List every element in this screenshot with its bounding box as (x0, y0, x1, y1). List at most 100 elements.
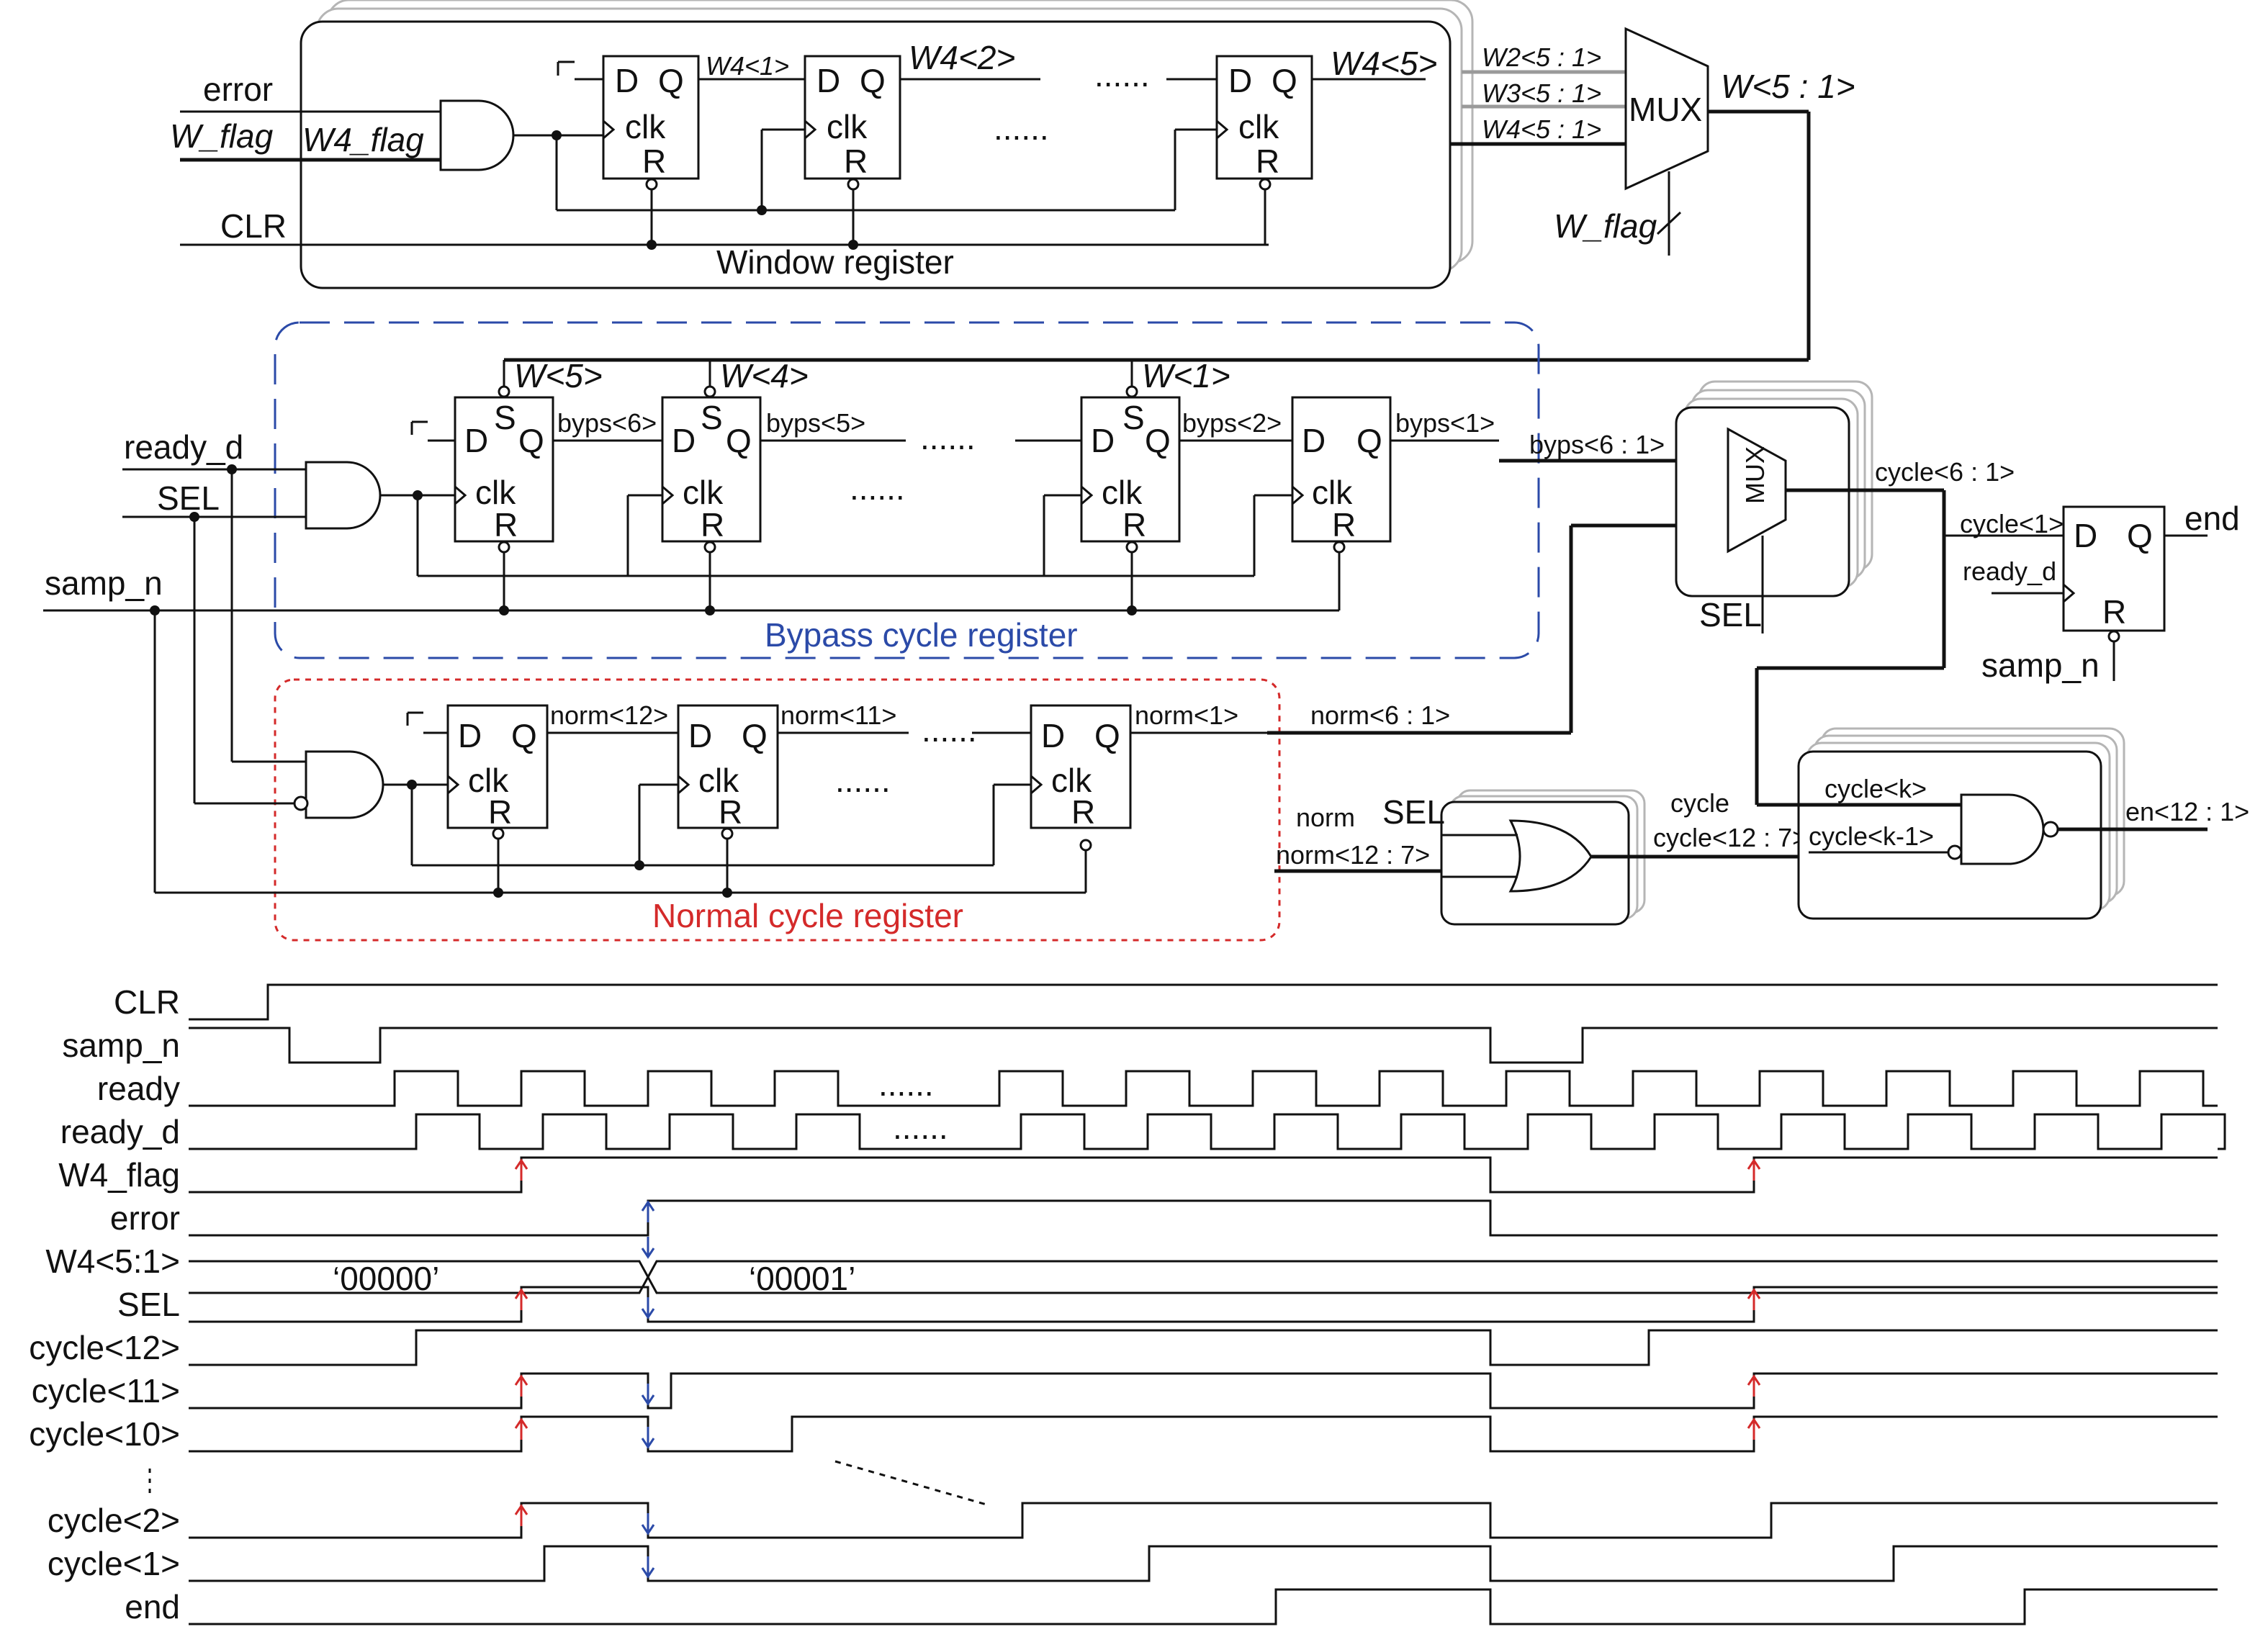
norm-12-label: norm<12> (550, 700, 668, 730)
byps-6-label: byps<6> (557, 408, 657, 438)
w4-value-00001: ‘00001’ (749, 1260, 855, 1297)
end-ff-clk-label: ready_d (1963, 556, 2056, 586)
svg-text:R: R (642, 143, 666, 180)
svg-text:R: R (1122, 506, 1146, 544)
set-w1-label: W<1> (1142, 357, 1230, 394)
nand-in-b-label: cycle<k-1> (1809, 821, 1934, 851)
norm-11-label: norm<11> (780, 700, 896, 730)
svg-text:clk: clk (1051, 762, 1092, 799)
waveform-cycle-10- (189, 1415, 2218, 1453)
clock-ellipsis: ...... (893, 1109, 948, 1146)
normal-ff-3: D Q clk R (1030, 704, 1132, 893)
waveform-cycle-12- (189, 1329, 2218, 1366)
nand-block: cycle<k> cycle<k-1> en<12 : 1> (1757, 727, 2249, 920)
svg-text:R: R (719, 793, 742, 831)
normal-register-box (274, 678, 1281, 942)
normal-ff-1: D Q clk R (406, 704, 549, 893)
svg-text:Q: Q (742, 717, 768, 754)
svg-text:D: D (688, 717, 712, 754)
norm-12-7-bus-label: norm<12 : 7> (1276, 840, 1430, 870)
timing-label: cycle<1> (48, 1545, 180, 1582)
w4-bus-waveform-bottom (189, 1260, 2218, 1294)
timing-diagram: CLRsamp_nreadyready_dW4_flagerrorW4<5:1>… (29, 983, 2226, 1625)
byps-1-label: byps<1> (1395, 408, 1495, 438)
svg-text:D: D (1091, 422, 1115, 459)
set-w4-label: W<4> (720, 357, 809, 394)
w4-5-label: W4<5> (1331, 45, 1437, 82)
bypass-ff-2: D S Q clk R (661, 385, 762, 610)
samp-n-input-label: samp_n (45, 564, 163, 602)
svg-text:D: D (615, 62, 639, 99)
normal-cycle-register: Normal cycle register D Q clk R (153, 469, 1281, 942)
w-bus-label: W<5 : 1> (1721, 68, 1855, 105)
or-block: SEL cycle cycle<12 : 7> (1382, 788, 1807, 926)
w4-flag-and-gate (439, 99, 515, 171)
end-ff-d-label: cycle<1> (1960, 509, 2064, 538)
w2-bus-label: W2<5 : 1> (1482, 42, 1601, 72)
w4-value-00000: ‘00000’ (333, 1260, 439, 1297)
timing-label: error (110, 1199, 180, 1237)
waveform-error (189, 1199, 2218, 1237)
clr-input-label: CLR (220, 207, 287, 245)
timing-label: cycle<11> (32, 1372, 180, 1410)
timing-label: ready_d (60, 1113, 180, 1150)
svg-text:Q: Q (726, 422, 752, 459)
timing-label: W4_flag (58, 1156, 180, 1194)
waveform-ready (189, 1070, 2218, 1107)
timing-label: W4<5:1> (45, 1243, 180, 1280)
cycle-mux-block: MUX SEL cycle<6 : 1> (1675, 380, 2064, 805)
bypass-register-title: Bypass cycle register (765, 616, 1078, 654)
waveform-clr (189, 983, 2218, 1021)
waveform-cycle-1- (189, 1545, 2218, 1582)
byps-2-label: byps<2> (1182, 408, 1282, 438)
bypass-ff-1: D S Q clk R (410, 385, 554, 610)
svg-text:R: R (2102, 593, 2126, 631)
clock-ellipsis: ...... (878, 1065, 934, 1103)
svg-text:R: R (1332, 506, 1356, 544)
svg-text:clk: clk (625, 108, 666, 145)
svg-text:D: D (1302, 422, 1326, 459)
svg-text:Q: Q (658, 62, 684, 99)
svg-text:Q: Q (1356, 422, 1382, 459)
w4-2-label: W4<2> (909, 39, 1015, 76)
window-ff-3: D Q clk R (1215, 55, 1313, 245)
norm-6-1-bus-label: norm<6 : 1> (1310, 700, 1450, 730)
waveform-w4-flag (189, 1156, 2218, 1194)
svg-text:clk: clk (468, 762, 509, 799)
ready-d-input-label: ready_d (124, 428, 243, 466)
svg-text:clk: clk (827, 108, 868, 145)
svg-text:Q: Q (518, 422, 544, 459)
svg-text:Q: Q (1094, 717, 1120, 754)
timing-label: end (125, 1588, 180, 1625)
waveform-cycle-11- (189, 1372, 2218, 1410)
svg-text:D: D (1041, 717, 1065, 754)
bypass-ff-4: D Q clk R (1291, 396, 1392, 610)
w-flag-input-label: W_flag (170, 117, 274, 155)
set-w5-label: W<5> (514, 357, 603, 394)
normal-ff-2: D Q clk R (677, 704, 779, 893)
timing-label: cycle<2> (48, 1502, 180, 1539)
svg-text:R: R (1071, 793, 1095, 831)
window-mux: W2<5 : 1> W3<5 : 1> W4<5 : 1> MUX W<5 : … (504, 27, 1855, 362)
window-register-title: Window register (716, 243, 954, 281)
error-input-label: error (203, 71, 273, 108)
svg-text:Q: Q (1145, 422, 1171, 459)
svg-text:D: D (1228, 62, 1252, 99)
window-ff-2: D Q clk R (804, 55, 901, 245)
timing-label: SEL (117, 1286, 180, 1323)
cycle-ellipsis-diagonal (834, 1460, 987, 1506)
bypass-cycle-register: Bypass cycle register ready_d SEL samp_n… (43, 321, 1540, 659)
window-ellipsis-top: ...... (1094, 56, 1150, 94)
cycle-mux-label: MUX (1740, 446, 1770, 504)
bypass-ff-3: D S Q clk R (1080, 385, 1181, 610)
svg-text:clk: clk (1312, 474, 1353, 511)
normal-register-title: Normal cycle register (652, 897, 963, 934)
nand-in-a-label: cycle<k> (1824, 774, 1927, 803)
svg-text:S: S (1122, 399, 1145, 436)
end-ff-reset-label: samp_n (1981, 646, 2100, 684)
svg-text:R: R (494, 506, 518, 544)
cycle-label: cycle (1670, 788, 1729, 818)
byps-5-label: byps<5> (766, 408, 865, 438)
bypass-register-box (274, 321, 1540, 659)
